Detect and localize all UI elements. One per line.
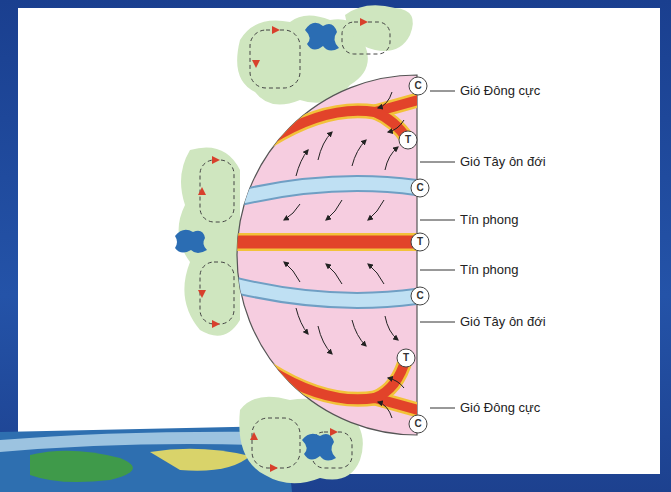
wind-label: Gió Đông cực — [460, 400, 540, 416]
pressure-circle: T — [396, 348, 416, 368]
pressure-circle: C — [410, 178, 430, 198]
pressure-letter: T — [403, 353, 409, 363]
pressure-letter: C — [416, 291, 423, 301]
pressure-letter: T — [405, 135, 411, 145]
half-globe — [237, 75, 417, 435]
wind-label: Gió Tây ôn đới — [460, 314, 546, 330]
wind-label: Gió Tây ôn đới — [460, 154, 546, 170]
pressure-circle: C — [408, 414, 428, 434]
wind-label: Tín phong — [460, 212, 519, 228]
pressure-circle: T — [410, 232, 430, 252]
pressure-circle: C — [410, 286, 430, 306]
pressure-belts — [230, 100, 430, 410]
pressure-letter: C — [416, 183, 423, 193]
pressure-letter: C — [414, 419, 421, 429]
pressure-circle: C — [408, 76, 428, 96]
white-panel — [18, 8, 660, 474]
wind-label: Gió Đông cực — [460, 83, 540, 99]
pressure-letter: C — [414, 81, 421, 91]
pressure-letter: T — [417, 237, 423, 247]
wind-label: Tín phong — [460, 262, 519, 278]
wind-arrows — [284, 92, 404, 418]
pressure-circle: T — [398, 130, 418, 150]
